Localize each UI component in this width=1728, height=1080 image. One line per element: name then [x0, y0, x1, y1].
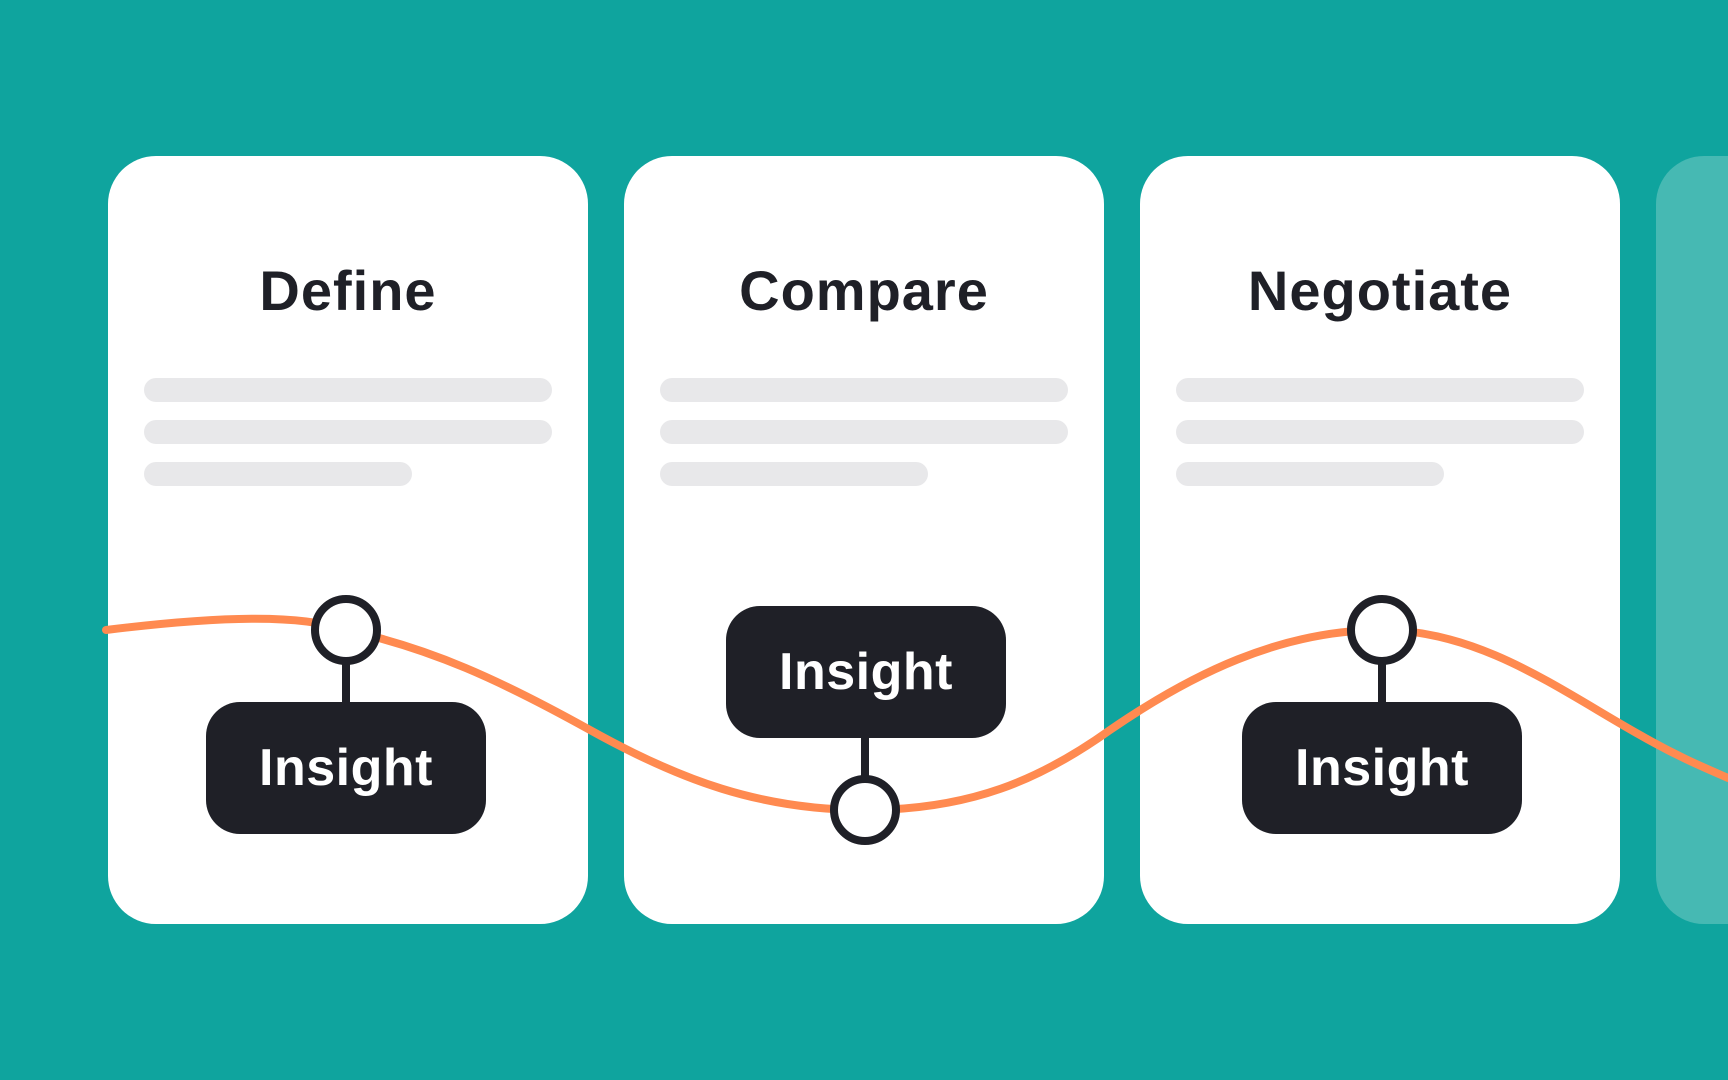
insight-tag: Insight — [206, 702, 486, 834]
text-placeholder-line — [1176, 378, 1584, 402]
text-placeholder-line — [144, 420, 552, 444]
stage-title: Negotiate — [1247, 259, 1513, 322]
insight-marker-node — [311, 595, 381, 665]
stage-card-compare: Compare — [624, 156, 1104, 924]
stage-title: Compare — [739, 259, 989, 322]
stage-card-define: Define — [108, 156, 588, 924]
text-placeholder-line — [660, 378, 1068, 402]
next-stage-card-partial — [1656, 156, 1728, 924]
insight-tag: Insight — [726, 606, 1006, 738]
text-placeholder-line — [1176, 462, 1444, 486]
insight-tag: Insight — [1242, 702, 1522, 834]
text-placeholder-line — [660, 420, 1068, 444]
insight-marker-node — [1347, 595, 1417, 665]
insight-marker-node — [830, 775, 900, 845]
text-placeholder-line — [144, 378, 552, 402]
text-placeholder-line — [1176, 420, 1584, 444]
text-placeholder-line — [660, 462, 928, 486]
stage-title: Define — [259, 259, 437, 322]
text-placeholder-line — [144, 462, 412, 486]
